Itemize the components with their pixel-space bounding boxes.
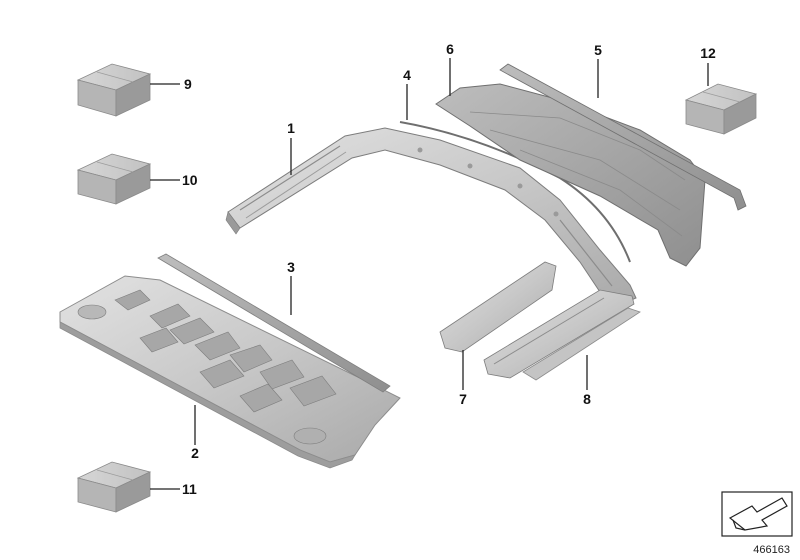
rear-panel-part-6 [435,83,706,267]
callout-8: 8 [583,391,591,407]
callout-10: 10 [182,172,198,188]
callout-11: 11 [182,481,197,497]
callout-9: 9 [184,76,192,92]
arrow-icon [728,497,788,531]
callout-2: 2 [191,445,199,461]
callout-7: 7 [459,391,467,407]
callout-6: 6 [446,41,454,57]
callout-5: 5 [594,42,602,58]
package-box-icon-12 [684,83,758,135]
cover-panel-part-2 [59,275,401,469]
package-box-icon-11 [76,461,152,513]
callout-4: 4 [403,67,411,83]
leader-lines [150,58,709,490]
callout-12: 12 [700,45,716,61]
trim-strip-part-3 [157,253,391,393]
reference-number: 466163 [753,544,790,556]
package-box-icon-10 [76,153,152,205]
callout-3: 3 [287,259,295,275]
side-rail-lower [483,289,635,379]
callout-1: 1 [287,120,295,136]
reference-box [721,491,793,537]
package-box-icon-9 [76,63,152,117]
side-trim-part-7 [439,261,557,353]
trim-strip-part-5 [499,63,747,211]
trim-strip-part-8 [522,307,641,381]
